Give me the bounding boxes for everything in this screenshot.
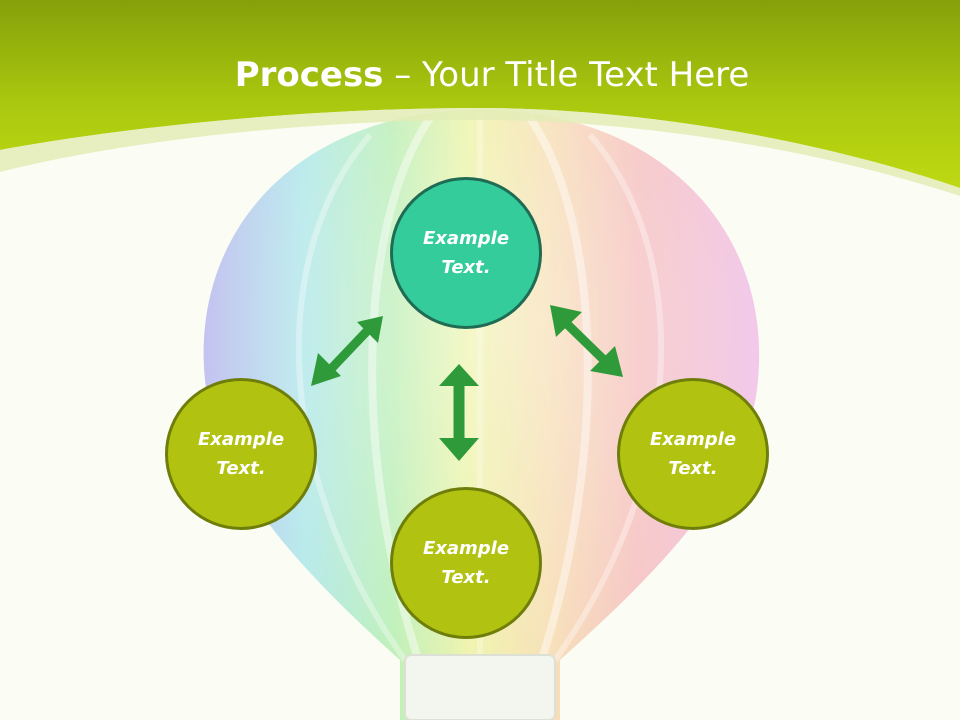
node-bottom[interactable]: Example Text.: [390, 487, 542, 639]
slide-title: Process – Your Title Text Here: [0, 52, 960, 98]
node-left-line2: Text.: [216, 458, 266, 479]
node-top-line2: Text.: [441, 257, 491, 278]
node-right-line1: Example: [649, 429, 737, 450]
node-bottom-line2: Text.: [441, 567, 491, 588]
node-bottom-line1: Example: [422, 538, 510, 559]
node-left-line1: Example: [197, 429, 285, 450]
title-bold: Process: [234, 55, 384, 95]
node-top-line1: Example: [422, 228, 510, 249]
title-rest: – Your Title Text Here: [383, 55, 750, 95]
node-left[interactable]: Example Text.: [165, 378, 317, 530]
node-right-line2: Text.: [668, 458, 718, 479]
balloon-image: [203, 110, 760, 720]
node-right[interactable]: Example Text.: [617, 378, 769, 530]
node-top[interactable]: Example Text.: [390, 177, 542, 329]
